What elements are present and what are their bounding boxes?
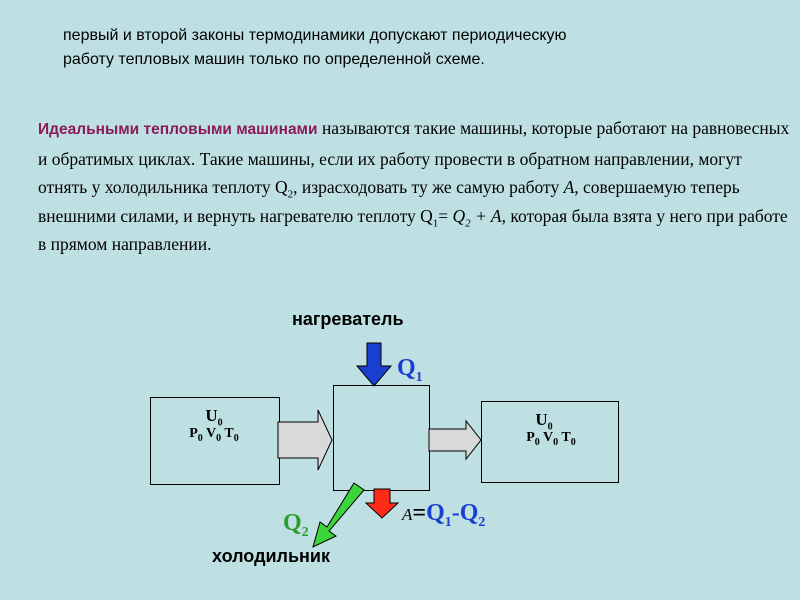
para-sub-1: 2	[287, 188, 294, 201]
work-formula: A=Q1-Q2	[402, 500, 486, 530]
heater-label: нагреватель	[292, 309, 404, 329]
para-part-6: , которая была взята у него при работе в…	[38, 205, 788, 255]
cooler-label: холодильник	[212, 546, 331, 566]
para-part-1: называются такие машины, которые работаю…	[38, 118, 790, 197]
right-state-label: U0 P0 V0 T0	[526, 410, 576, 449]
arrow-engine-to-right	[428, 419, 482, 461]
para-work-a: A	[563, 177, 575, 197]
right-state-box	[481, 401, 619, 483]
left-state-box	[150, 397, 280, 485]
intro-line-2: работу тепловых машин только по определе…	[63, 51, 485, 68]
left-state-label: U0 P0 V0 T0	[189, 406, 239, 445]
arrow-q2-heat-out	[312, 482, 365, 548]
para-part-3: , совершаемую теперь внешними силами, и …	[38, 177, 740, 226]
term-ideal-heat-engines: Идеальными тепловыми машинами	[38, 121, 318, 138]
arrow-q1-heat-in	[355, 342, 393, 387]
para-work-a2: A	[490, 205, 502, 226]
definition-paragraph: Идеальными тепловыми машинами называются…	[38, 114, 794, 259]
intro-line-1: первый и второй законы термодинамики доп…	[63, 27, 567, 44]
para-q2: Q	[452, 205, 466, 226]
intro-text: первый и второй законы термодинамики доп…	[63, 24, 763, 72]
q2-label: Q2	[283, 510, 309, 540]
arrow-left-to-engine	[277, 409, 333, 471]
q1-label: Q1	[397, 355, 423, 385]
para-sub-2: 1	[432, 217, 439, 229]
para-part-2: , израсходовать ту же самую работу	[293, 177, 564, 197]
para-plus: +	[470, 205, 491, 226]
para-q2-sub: 2	[465, 217, 471, 229]
para-part-4: =	[438, 205, 453, 226]
arrow-work-out	[364, 488, 400, 519]
